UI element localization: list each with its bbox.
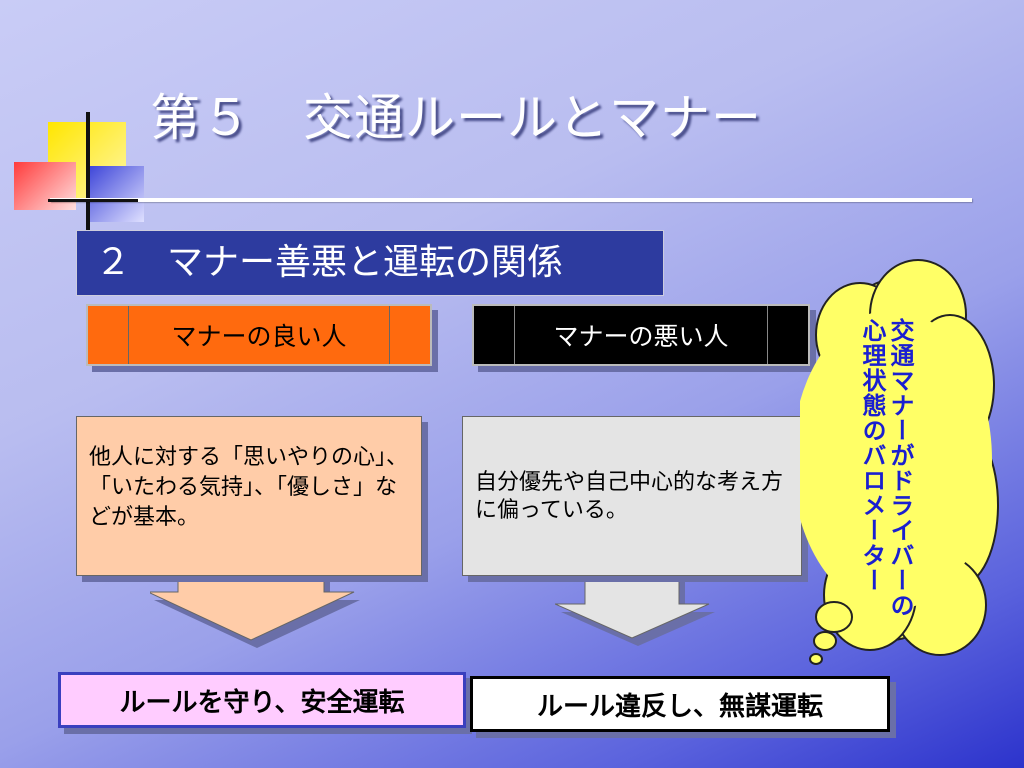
bad-result-text: ルール違反し、無謀運転	[536, 691, 823, 722]
good-manner-label: マナーの良い人	[128, 306, 390, 364]
good-manner-label-box: マナーの良い人	[86, 304, 432, 366]
section-heading: ２ マナー善悪と運転の関係	[76, 230, 664, 296]
bad-label-side-left	[474, 306, 514, 364]
bad-arrow	[555, 570, 715, 646]
thought-cloud	[800, 259, 999, 665]
title-underline	[50, 198, 972, 202]
good-manner-description: 他人に対する「思いやりの心」、「いたわる気持」、「優しさ」などが基本。	[76, 416, 422, 576]
slide-title: 第５ 交通ルールとマナー	[150, 89, 762, 147]
logo-red-square	[14, 162, 76, 210]
good-result-text: ルールを守り、安全運転	[119, 687, 405, 718]
bad-manner-label-box: マナーの悪い人	[472, 304, 810, 366]
good-result-box: ルールを守り、安全運転	[58, 672, 466, 728]
bad-result-box: ルール違反し、無謀運転	[470, 676, 890, 732]
logo-vertical-line	[86, 112, 90, 230]
good-label-side-left	[88, 306, 128, 364]
logo-horizontal-line	[48, 199, 138, 202]
good-arrow	[150, 570, 360, 648]
bad-manner-label: マナーの悪い人	[514, 306, 768, 364]
logo-blue-square	[88, 166, 144, 222]
good-label-side-right	[390, 306, 430, 364]
bad-manner-description: 自分優先や自己中心的な考え方に偏っている。	[462, 416, 802, 576]
thought-cloud-text: 交通マナーがドライバーの心理状態のバロメーター	[858, 318, 914, 618]
